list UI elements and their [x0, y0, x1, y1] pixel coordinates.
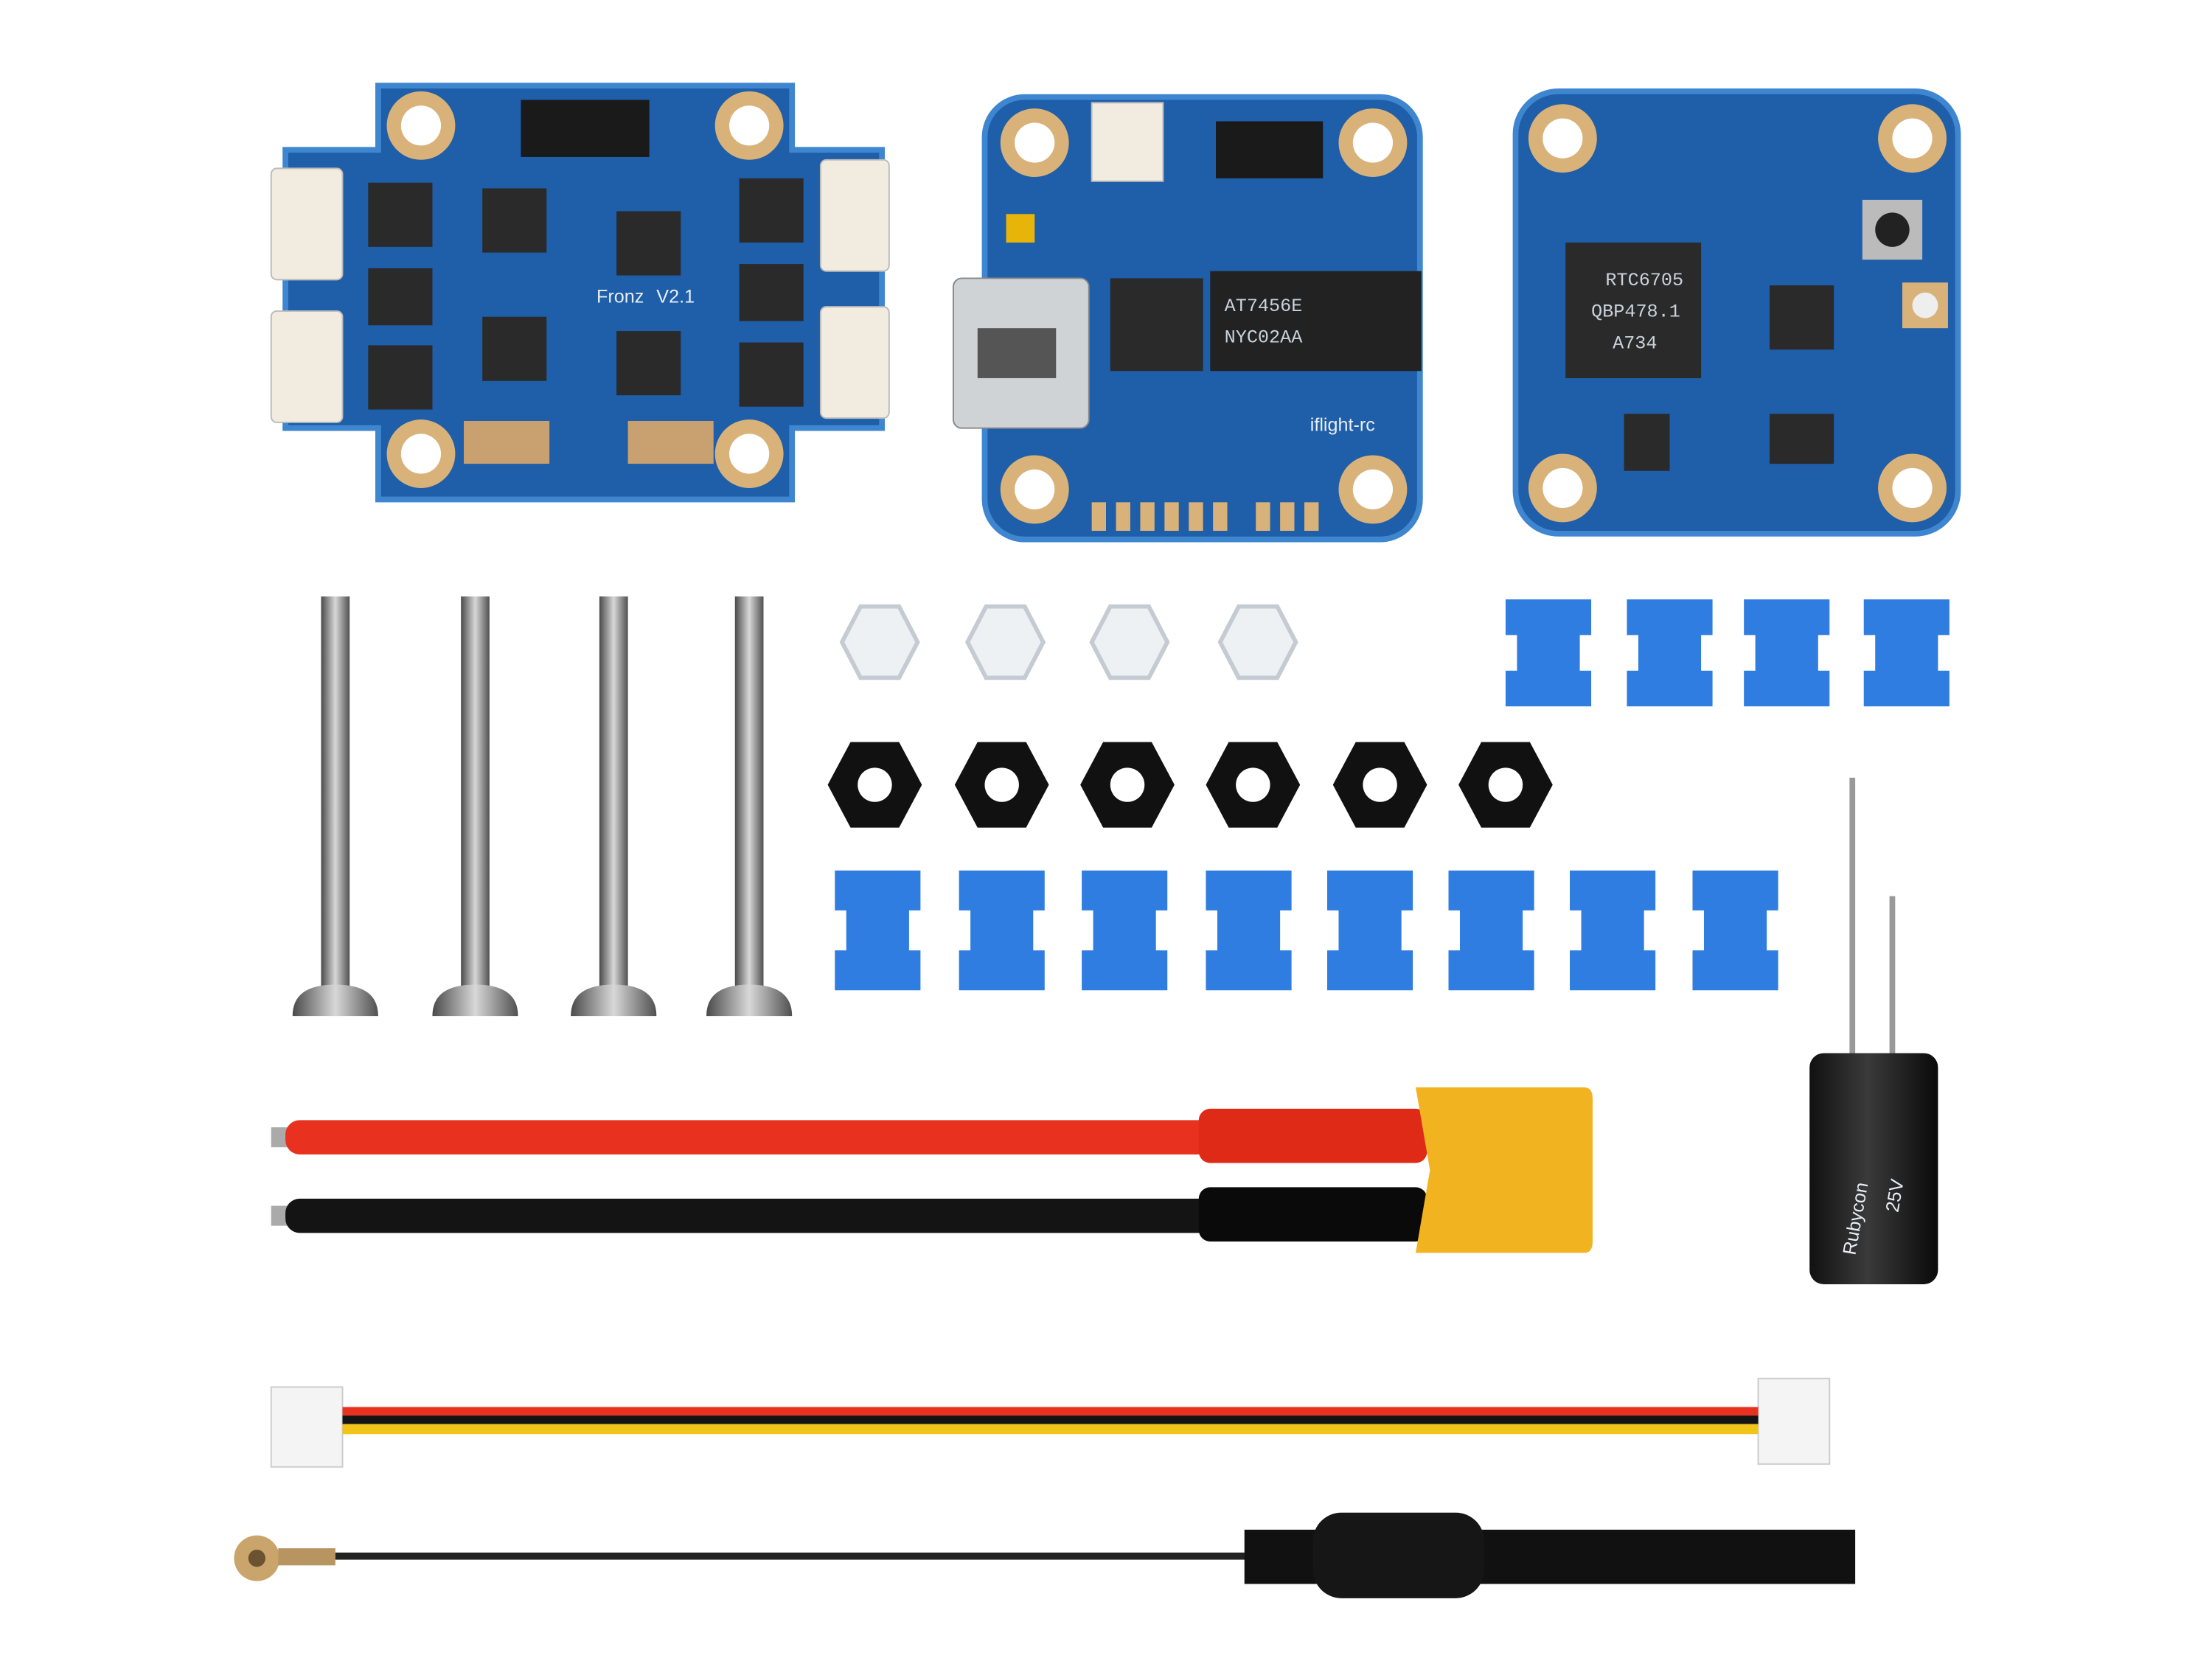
blue-grommets-bottom [835, 870, 1778, 991]
vtx-antenna [234, 1512, 1856, 1598]
blue-grommets-top [1505, 599, 1950, 707]
screw [292, 596, 378, 1017]
vtx-chip-line1: RTC6705 [1605, 270, 1683, 291]
esc-silk-version: V2.1 [656, 286, 695, 307]
esc-board: Fronz V2.1 [270, 83, 890, 503]
screws [292, 596, 793, 1017]
screw [571, 596, 657, 1017]
power-cable-xt30 [271, 1087, 1593, 1253]
esc-silk-brand: Fronz [597, 286, 644, 307]
vtx-chip-line3: A734 [1613, 332, 1657, 354]
osd-chip-line1: AT7456E [1225, 296, 1303, 317]
clear-nuts [839, 604, 1298, 680]
fc-silk-brand: iflight-rc [1310, 415, 1375, 436]
black-nuts [827, 742, 1553, 828]
flight-controller-board: AT7456E NYC02AA iflight-rc [952, 94, 1423, 543]
osd-chip-line2: NYC02AA [1225, 327, 1304, 349]
screw [432, 596, 518, 1017]
vtx-board: RTC6705 QBP478.1 A734 [1512, 88, 1961, 537]
vtx-chip-line2: QBP478.1 [1591, 302, 1680, 323]
screw [706, 596, 793, 1017]
jst-signal-cable [270, 1377, 1831, 1468]
capacitor: Rubycon 25V [1809, 777, 1938, 1285]
